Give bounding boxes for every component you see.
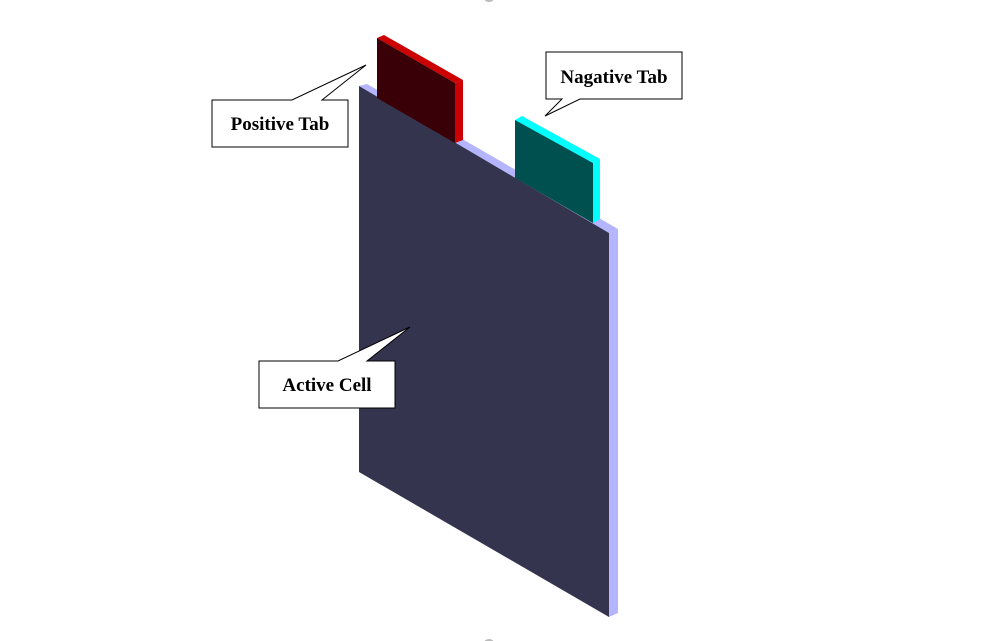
positive-tab-callout: Positive Tab (211, 64, 367, 148)
cell-side-edge (609, 229, 618, 617)
negative-tab-callout-box (544, 51, 683, 117)
negative-tab (515, 116, 600, 223)
negative-tab-front (515, 120, 593, 223)
active-cell-callout-box (258, 326, 411, 409)
positive-tab-side (455, 80, 463, 143)
positive-tab (377, 35, 463, 143)
cell-front-face (359, 86, 609, 617)
negative-tab-top (515, 116, 600, 163)
positive-tab-callout-box (211, 64, 367, 148)
positive-tab-label: Positive Tab (231, 114, 330, 135)
positive-tab-front (377, 38, 455, 143)
top-edge-mark (484, 0, 494, 2)
active-cell-callout: Active Cell (258, 326, 411, 409)
bottom-edge-mark (484, 639, 494, 641)
positive-tab-top (377, 35, 463, 83)
negative-tab-label: Nagative Tab (560, 67, 667, 88)
negative-tab-callout: Nagative Tab (544, 51, 683, 117)
negative-tab-side (593, 159, 600, 223)
active-cell-label: Active Cell (282, 375, 371, 396)
